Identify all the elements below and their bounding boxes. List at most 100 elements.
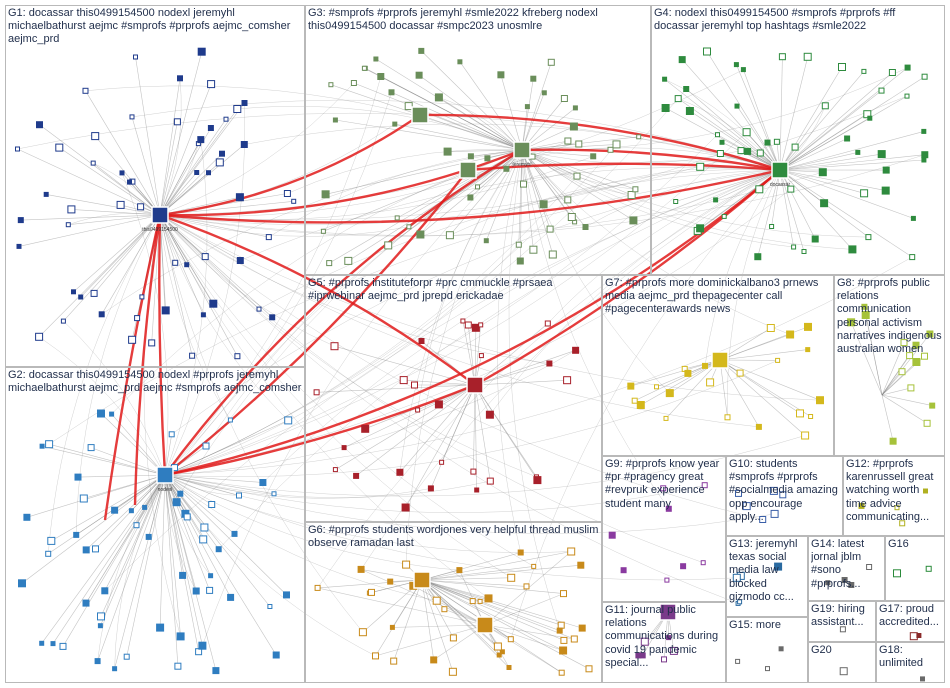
node-g5 xyxy=(546,360,553,367)
hub-label-g2: nodexl xyxy=(158,487,173,493)
edge xyxy=(159,140,569,217)
node-g1 xyxy=(256,306,262,312)
node-g2 xyxy=(142,504,148,510)
edge xyxy=(779,169,913,258)
node-g1 xyxy=(78,294,84,300)
node-g1 xyxy=(233,105,242,113)
node-g3 xyxy=(350,80,357,86)
edge xyxy=(473,384,476,472)
edge xyxy=(164,474,775,534)
group-box-g18: G18: unlimited xyxy=(876,642,945,683)
node-g1 xyxy=(207,80,216,89)
edge xyxy=(202,149,523,646)
node-g3 xyxy=(415,71,423,79)
node-g2 xyxy=(172,498,181,507)
edge xyxy=(164,420,289,476)
node-g2 xyxy=(156,623,165,632)
edge xyxy=(93,162,161,216)
edge xyxy=(159,51,202,216)
group-label-g5: G5: #prprofs instituteforpr #prc cmmuckl… xyxy=(308,277,553,303)
node-g8 xyxy=(912,358,921,366)
node-g6 xyxy=(567,547,576,556)
node-g2 xyxy=(168,431,175,438)
edge xyxy=(719,359,728,418)
node-g4 xyxy=(803,52,812,61)
edge xyxy=(474,379,568,386)
edge xyxy=(779,117,870,171)
node-g6 xyxy=(496,652,502,658)
edge xyxy=(474,384,491,482)
strong-edge xyxy=(164,383,476,477)
edge xyxy=(421,579,564,651)
node-g6 xyxy=(368,588,375,596)
node-g1 xyxy=(236,257,244,264)
edge xyxy=(164,474,197,592)
node-g4 xyxy=(721,213,727,219)
node-g7 xyxy=(702,362,708,369)
node-g2 xyxy=(200,523,209,532)
node-g4 xyxy=(683,86,690,92)
edge xyxy=(704,169,781,366)
node-g5 xyxy=(478,353,484,359)
node-g14 xyxy=(848,582,855,588)
node-g1 xyxy=(71,289,76,295)
node-g8 xyxy=(861,303,868,310)
node-g1 xyxy=(173,118,181,126)
node-g2 xyxy=(133,522,140,529)
edge xyxy=(77,474,166,478)
node-g1 xyxy=(200,312,206,318)
node-g8 xyxy=(912,341,920,349)
edge xyxy=(719,359,801,414)
edge xyxy=(779,131,924,171)
node-g7 xyxy=(808,414,814,419)
edge xyxy=(20,214,161,221)
node-g16 xyxy=(893,569,901,578)
node-g1 xyxy=(207,125,214,131)
edge xyxy=(881,394,933,406)
node-g1 xyxy=(201,253,209,261)
group-box-g19: G19: hiring assistant... xyxy=(808,601,876,642)
edge xyxy=(159,214,269,238)
edge xyxy=(164,474,376,657)
group-box-g11: G11: journal public relations communicat… xyxy=(602,602,726,683)
hub-node-g11 xyxy=(659,603,677,621)
node-g1 xyxy=(127,179,132,185)
edge xyxy=(360,169,781,570)
edge xyxy=(164,474,204,540)
node-g2 xyxy=(45,550,52,557)
node-g2 xyxy=(192,587,200,595)
edge xyxy=(159,214,260,310)
edge xyxy=(164,175,578,476)
edge xyxy=(484,624,562,673)
edge xyxy=(101,214,161,315)
edge xyxy=(164,474,275,495)
edge xyxy=(779,138,848,171)
node-g7 xyxy=(663,415,669,421)
edge xyxy=(486,149,523,241)
edge xyxy=(779,105,826,171)
edge xyxy=(421,579,503,653)
group-label-g12: G12: #prprofs karenrussell great watchin… xyxy=(846,458,934,523)
node-g2 xyxy=(101,587,109,595)
strong-edge xyxy=(159,213,476,386)
node-g2 xyxy=(47,536,56,545)
edge xyxy=(689,110,781,171)
group-label-g2: G2: docassar this0499154500 nodexl #prpr… xyxy=(8,369,302,395)
group-label-g15: G15: more xyxy=(729,619,781,631)
group-box-g3: G3: #smprofs #prprofs jeremyhl #smle2022… xyxy=(305,5,651,275)
node-g1 xyxy=(133,54,138,60)
node-g5 xyxy=(332,467,338,473)
node-g7 xyxy=(736,369,744,377)
node-g1 xyxy=(235,193,244,202)
node-g3 xyxy=(406,224,412,230)
edge xyxy=(41,474,166,644)
edge xyxy=(421,579,500,656)
node-g2 xyxy=(73,531,80,538)
node-g2 xyxy=(112,666,118,672)
strong-edge xyxy=(158,214,167,476)
node-g2 xyxy=(236,492,242,499)
edge xyxy=(39,124,161,216)
group-box-g7: G7: #prprofs more dominickalbano3 prnews… xyxy=(602,275,834,456)
node-g4 xyxy=(791,143,799,151)
edge xyxy=(83,474,166,499)
